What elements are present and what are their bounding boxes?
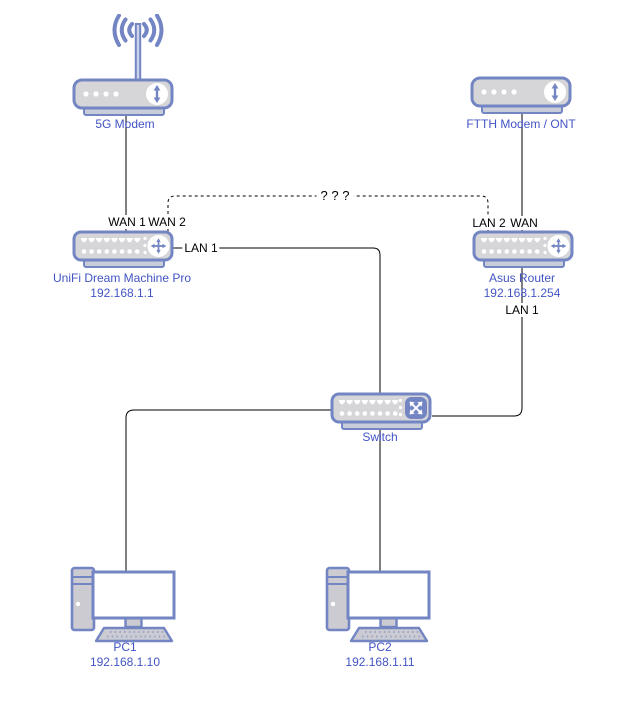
udm-ip: 192.168.1.1 <box>90 286 154 300</box>
antenna-icon <box>112 14 164 80</box>
asus-name: Asus Router <box>488 271 556 285</box>
udm-router-icon <box>72 230 176 270</box>
port-label-udm-lan1: LAN 1 <box>182 241 220 255</box>
ftth-modem-icon <box>470 76 574 116</box>
pc1-desktop-icon <box>70 560 180 646</box>
node-label-pc1: PC1 192.168.1.10 <box>90 640 160 670</box>
node-label-udm: UniFi Dream Machine Pro 192.168.1.1 <box>53 271 191 301</box>
pc1-ip: 192.168.1.10 <box>89 655 161 669</box>
switch-icon <box>330 392 434 432</box>
edge-udm-lan1-to-switch <box>172 247 381 394</box>
node-label-switch: Switch <box>362 430 398 444</box>
pc1-name: PC1 <box>113 640 137 654</box>
pc2-desktop-icon <box>325 560 435 646</box>
edge-switch-to-pc1 <box>125 409 332 572</box>
node-label-ftth-modem: FTTH Modem / ONT <box>466 117 576 131</box>
node-label-5g-modem: 5G Modem <box>95 117 155 131</box>
asus-router-icon <box>472 230 576 270</box>
port-label-asus-lan1: LAN 1 <box>503 303 541 317</box>
port-label-asus-wan: WAN <box>508 216 540 230</box>
node-label-asus: Asus Router 192.168.1.254 <box>484 271 561 301</box>
asus-ip: 192.168.1.254 <box>483 286 561 300</box>
port-label-udm-wan2: WAN 2 <box>146 215 188 229</box>
port-label-udm-wan1: WAN 1 <box>106 215 148 229</box>
radio-waves-icon <box>112 14 164 47</box>
edge-label-mystery: ? ? ? <box>316 189 354 203</box>
udm-name: UniFi Dream Machine Pro <box>52 271 192 285</box>
pc2-name: PC2 <box>368 640 392 654</box>
port-label-asus-lan2: LAN 2 <box>470 216 508 230</box>
node-label-pc2: PC2 192.168.1.11 <box>345 640 414 670</box>
pc2-ip: 192.168.1.11 <box>345 655 415 669</box>
5g-modem-icon <box>72 78 176 118</box>
